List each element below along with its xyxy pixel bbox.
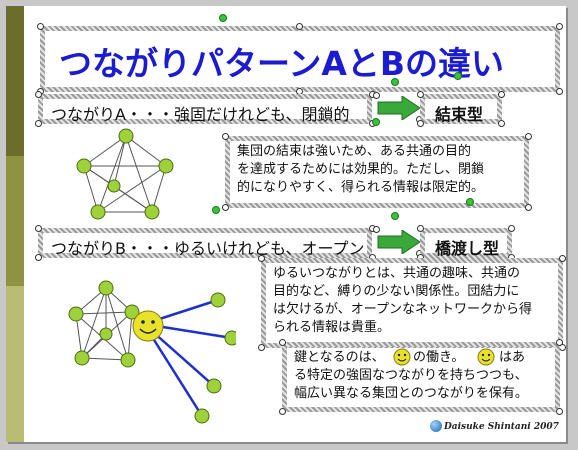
title-textbox[interactable]: つながりパターンAとBの違い	[40, 26, 560, 92]
rotate-handle[interactable]	[372, 118, 380, 126]
rotate-handle[interactable]	[391, 78, 399, 86]
resize-handle[interactable]	[222, 204, 229, 211]
resize-handle[interactable]	[556, 88, 563, 95]
bridge-smiley-icon	[132, 310, 164, 342]
desc-a-line-2: を達成するためには効果的。ただし、閉鎖	[237, 162, 485, 177]
desc-a-line-1: 集団の結束は強いため、ある共通の目的	[237, 144, 472, 159]
resize-handle[interactable]	[508, 225, 515, 232]
rotate-handle[interactable]	[466, 198, 474, 206]
network-b-diagram	[68, 280, 236, 424]
desc-b-line-2: 目的など、縛りの少ない関係性。団結力に	[273, 284, 520, 299]
resize-handle[interactable]	[559, 255, 566, 262]
rotate-handle[interactable]	[391, 212, 399, 220]
row-a-label-box[interactable]: つながりA・・・強固だけれども、閉鎖的	[38, 94, 372, 124]
resize-handle[interactable]	[279, 339, 286, 346]
arrow-a-icon[interactable]	[376, 96, 422, 120]
resize-handle[interactable]	[296, 23, 303, 30]
resize-handle[interactable]	[35, 120, 42, 127]
resize-handle[interactable]	[556, 339, 563, 346]
resize-handle[interactable]	[35, 225, 42, 232]
resize-handle[interactable]	[258, 255, 265, 262]
desc-b-line-3: は欠けるが、オープンなネットワークから得	[273, 302, 532, 317]
rotate-handle[interactable]	[219, 14, 227, 22]
resize-handle[interactable]	[417, 91, 424, 98]
type-a-box[interactable]: 結束型	[420, 94, 502, 124]
resize-handle[interactable]	[556, 408, 563, 415]
resize-handle[interactable]	[258, 344, 265, 351]
desc-b-line-4: られる情報は貴重。	[273, 320, 391, 335]
row-a-label: つながりA・・・強固だけれども、閉鎖的	[51, 105, 350, 124]
note-line-1a: 鍵となるのは、	[294, 350, 385, 365]
desc-b-box[interactable]: ゆるいつながりとは、共通の趣味、共通の 目的など、縛りの少ない関係性。団結力に …	[261, 258, 563, 348]
resize-handle[interactable]	[525, 133, 532, 140]
resize-handle[interactable]	[498, 91, 505, 98]
row-b-label: つながりB・・・ゆるいけれども、オープン	[51, 239, 365, 258]
slide-title: つながりパターンAとBの違い	[59, 44, 505, 83]
slide-accent-band	[6, 6, 24, 442]
note-box[interactable]: 鍵となるのは、 の働き。 はあ る特定の強固なつながりを持ちつつも、 幅広い異な…	[282, 342, 560, 412]
resize-handle[interactable]	[498, 120, 505, 127]
desc-a-box[interactable]: 集団の結束は強いため、ある共通の目的 を達成するためには効果的。ただし、閉鎖 的…	[225, 136, 529, 208]
type-b-label: 橋渡し型	[435, 239, 500, 258]
resize-handle[interactable]	[556, 23, 563, 30]
resize-handle[interactable]	[279, 408, 286, 415]
network-a-diagram	[76, 128, 174, 220]
row-b-label-box[interactable]: つながりB・・・ゆるいけれども、オープン	[38, 228, 372, 258]
slide-canvas[interactable]: つながりパターンAとBの違い つながりA・・・強固だけれども、閉鎖的 結束型	[6, 6, 566, 442]
resize-handle[interactable]	[222, 133, 229, 140]
smiley-icon	[393, 348, 411, 366]
type-b-box[interactable]: 橋渡し型	[420, 228, 512, 258]
note-line-1b: の働き。	[413, 350, 465, 365]
desc-b-line-1: ゆるいつながりとは、共通の趣味、共通の	[273, 266, 521, 281]
resize-handle[interactable]	[417, 225, 424, 232]
resize-handle[interactable]	[35, 91, 42, 98]
resize-handle[interactable]	[417, 120, 424, 127]
rotate-handle[interactable]	[212, 206, 220, 214]
type-a-label: 結束型	[435, 105, 484, 124]
resize-handle[interactable]	[35, 254, 42, 261]
resize-handle[interactable]	[525, 204, 532, 211]
desc-a-line-3: 的になりやすく、得られる情報は限定的。	[237, 180, 485, 195]
note-line-2: る特定の強固なつながりを持ちつつも、	[294, 368, 528, 383]
resize-handle[interactable]	[37, 23, 44, 30]
note-line-1c: はあ	[499, 350, 526, 365]
rotate-handle[interactable]	[454, 72, 462, 80]
globe-icon	[430, 420, 442, 432]
resize-handle[interactable]	[373, 92, 380, 99]
footer-credit: Daisuke Shintani 2007	[444, 422, 559, 432]
arrow-b-icon[interactable]	[376, 230, 422, 254]
smiley-icon	[477, 348, 495, 366]
resize-handle[interactable]	[373, 226, 380, 233]
note-line-3: 幅広い異なる集団とのつながりを保有。	[294, 386, 528, 401]
